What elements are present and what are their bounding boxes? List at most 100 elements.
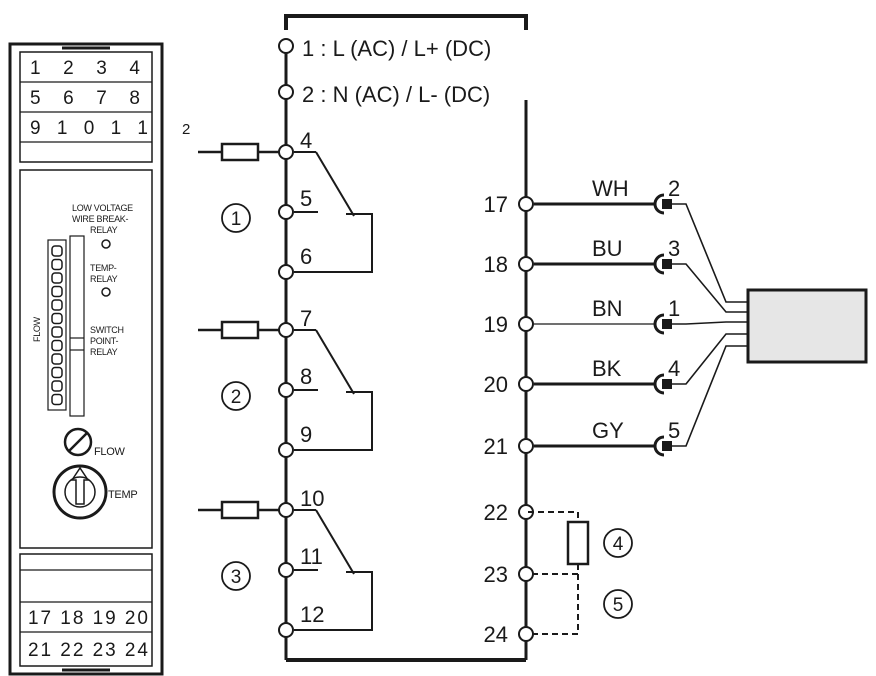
- top-terminal-overflow: 2: [182, 121, 190, 138]
- power-terminal-circle: [278, 84, 294, 100]
- flow-led-segment: [51, 393, 63, 406]
- power-l-label: 1 : L (AC) / L+ (DC): [302, 36, 491, 61]
- extra-terminal-circle: [518, 626, 534, 642]
- relay-switch-blade: [315, 509, 355, 575]
- relay-contact-line: [294, 391, 373, 451]
- flow-led-segment: [51, 245, 63, 257]
- connector-pin-socket: [653, 373, 665, 395]
- power-terminal-circle: [278, 38, 294, 54]
- connector-pin-socket: [653, 435, 665, 457]
- relay-group-marker: [221, 561, 251, 591]
- wire-color-label: GY: [592, 418, 624, 443]
- connector-pin-socket: [653, 193, 665, 215]
- sensor-terminal-circle: [518, 376, 534, 392]
- relay-terminal-label: 7: [300, 306, 312, 331]
- relay-group-marker: [221, 381, 251, 411]
- relay-contact-line: [294, 571, 373, 631]
- connector-pin-socket: [653, 313, 665, 335]
- relay-terminal-label: 10: [300, 486, 324, 511]
- flow-led-segment: [51, 366, 63, 379]
- flow-led-segment: [51, 312, 63, 325]
- label-relay-3: RELAY: [90, 347, 118, 357]
- fuse-symbol: [220, 142, 260, 162]
- top-terminal-labels: 1 2 3 4 5 6 7 8 9 1 0 1 1 2: [30, 58, 190, 139]
- sensor-cable: [672, 321, 748, 325]
- sensor-terminal-circle: [518, 316, 534, 332]
- connector-pin-label: 4: [668, 356, 680, 381]
- connector-pin: [662, 441, 672, 451]
- relay-terminal-circle: [278, 264, 294, 280]
- bottom-terminal-row-1: 17 18 19 20: [28, 608, 148, 629]
- relay-terminal-circle: [278, 382, 294, 398]
- top-terminal-row-2: 5 6 7 8: [30, 88, 140, 109]
- sensor-terminal-label: 19: [484, 312, 508, 337]
- power-labels: 1 : L (AC) / L+ (DC) 2 : N (AC) / L- (DC…: [302, 36, 491, 107]
- sensor-terminal-label: 21: [484, 434, 508, 459]
- top-terminal-row-3: 9 1 0 1 1: [30, 118, 148, 139]
- sensor-terminal-circle: [518, 438, 534, 454]
- label-point: POINT-: [90, 336, 119, 346]
- relay-terminal-label: 5: [300, 186, 312, 211]
- flow-led-segment: [51, 285, 63, 298]
- wire-color-label: BN: [592, 296, 623, 321]
- label-switch: SWITCH: [90, 325, 124, 335]
- relay-switch-blade: [315, 329, 355, 395]
- relay-terminal-circle: [278, 562, 294, 578]
- led-labels: LOW VOLTAGE WIRE BREAK- RELAY TEMP- RELA…: [32, 203, 138, 501]
- relay-group-marker-label: 2: [231, 387, 242, 408]
- sensor-terminal-circle: [518, 256, 534, 272]
- label-low-voltage: LOW VOLTAGE: [72, 203, 133, 213]
- label-relay-1: RELAY: [90, 225, 118, 235]
- sensor-terminal-circle: [518, 196, 534, 212]
- sensor-box: [746, 288, 868, 364]
- flow-led-segment: [51, 326, 63, 338]
- sensor-terminal-label: 18: [484, 252, 508, 277]
- resistor-marker: [603, 528, 633, 558]
- top-terminal-row-1: 1 2 3 4: [30, 58, 140, 79]
- relay-terminal-label: 8: [300, 364, 312, 389]
- label-flow-vertical: FLOW: [32, 316, 42, 342]
- relay-terminal-label: 4: [300, 128, 312, 153]
- relay-terminal-circle: [278, 204, 294, 220]
- label-pot-flow: FLOW: [94, 446, 125, 458]
- relay-terminal-label: 6: [300, 244, 312, 269]
- relay-group-marker: [221, 203, 251, 233]
- relay-terminal-circle: [278, 442, 294, 458]
- bridge-marker: [603, 589, 633, 619]
- label-wire-break: WIRE BREAK-: [72, 214, 129, 224]
- extra-terminal-label: 23: [484, 562, 508, 587]
- relay-switch-blade: [315, 151, 355, 217]
- sensor-cable: [672, 333, 748, 385]
- extra-terminal-circle: [518, 566, 534, 582]
- connector-pin-label: 5: [668, 418, 680, 443]
- sensor-terminal-label: 17: [484, 192, 508, 217]
- sensor-cable: [672, 263, 748, 313]
- flow-led-segment: [51, 299, 63, 311]
- flow-led-segment: [51, 272, 63, 284]
- connector-pin: [662, 199, 672, 209]
- fuse-symbol: [220, 500, 260, 520]
- sensor-cable: [672, 345, 748, 447]
- wire-color-label: BK: [592, 356, 622, 381]
- connector-pin: [662, 259, 672, 269]
- relay-terminal-label: 11: [300, 544, 323, 569]
- bottom-terminal-row-2: 21 22 23 24: [28, 640, 148, 661]
- relay-terminal-circle: [278, 502, 294, 518]
- relay-terminal-circle: [278, 622, 294, 638]
- connector-pin-label: 3: [668, 236, 680, 261]
- resistor-marker-label: 4: [613, 534, 624, 555]
- flow-led-segment: [51, 339, 63, 352]
- bottom-terminal-labels: 17 18 19 20 21 22 23 24: [28, 608, 148, 661]
- flow-led-bar: [51, 245, 63, 406]
- sensor-terminal-21: 21 GY 5: [484, 345, 748, 459]
- wire-color-label: WH: [592, 176, 629, 201]
- connector-pin: [662, 319, 672, 329]
